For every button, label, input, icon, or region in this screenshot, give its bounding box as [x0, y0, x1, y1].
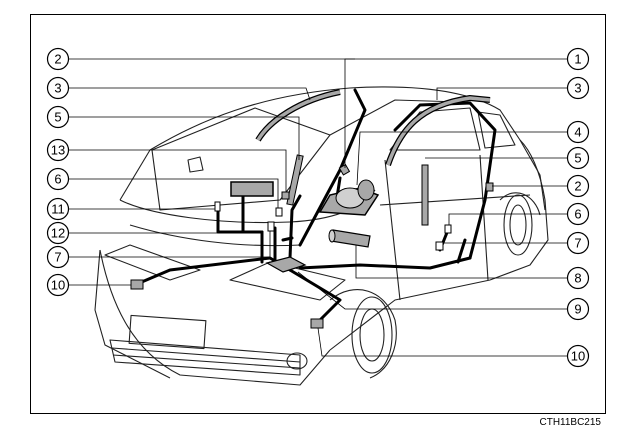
svg-text:4: 4 [574, 125, 581, 140]
connector-7-right [435, 241, 444, 251]
svg-text:3: 3 [574, 81, 581, 96]
callout-7-right: 7 [566, 231, 590, 255]
svg-text:12: 12 [51, 226, 65, 241]
callout-1: 1 [566, 47, 590, 71]
airbag-ecu [265, 256, 307, 273]
callout-10-right: 10 [566, 344, 590, 368]
callout-7-left: 7 [46, 245, 70, 269]
leader-lines [69, 58, 567, 357]
callout-10-left: 10 [46, 273, 70, 297]
knee-airbag-end [328, 229, 336, 243]
svg-text:9: 9 [574, 302, 581, 317]
callout-2-right: 2 [566, 174, 590, 198]
svg-text:11: 11 [51, 202, 65, 217]
svg-text:3: 3 [54, 81, 61, 96]
front-impact-sensor-left [130, 279, 144, 290]
callout-2-left: 2 [46, 47, 70, 71]
svg-text:6: 6 [574, 207, 581, 222]
callout-12: 12 [46, 221, 70, 245]
svg-text:7: 7 [574, 236, 581, 251]
svg-text:6: 6 [54, 172, 61, 187]
car-outline [94, 86, 549, 386]
sensor-13 [281, 191, 290, 200]
callout-4: 4 [566, 120, 590, 144]
svg-text:10: 10 [51, 278, 65, 293]
curtain-airbag-left-fill [256, 90, 341, 141]
connector-6-right [444, 224, 452, 234]
callout-3-left: 3 [46, 76, 70, 100]
callout-9: 9 [566, 297, 590, 321]
connector-7-left [267, 221, 275, 232]
svg-text:7: 7 [54, 250, 61, 265]
svg-text:2: 2 [54, 52, 61, 67]
front-impact-sensor-right [310, 318, 324, 329]
side-sensor-2-right [485, 182, 494, 192]
callout-3-right: 3 [566, 76, 590, 100]
svg-text:5: 5 [54, 110, 61, 125]
curtain-inflator [357, 179, 375, 201]
callout-11: 11 [46, 197, 70, 221]
svg-text:1: 1 [574, 52, 581, 67]
svg-text:5: 5 [574, 151, 581, 166]
callouts: 1 2 2 3 3 4 5 5 [46, 47, 590, 368]
side-sensor-1 [338, 163, 351, 176]
callout-6-left: 6 [46, 167, 70, 191]
callout-5-right: 5 [566, 146, 590, 170]
figure-code: CTH11BC215 [539, 417, 601, 428]
callout-6-right: 6 [566, 202, 590, 226]
callout-8: 8 [566, 266, 590, 290]
callout-5-left: 5 [46, 105, 70, 129]
side-airbag-right [421, 164, 429, 226]
svg-text:2: 2 [574, 179, 581, 194]
svg-text:8: 8 [574, 271, 581, 286]
connector-11 [214, 201, 221, 212]
front-passenger-airbag [230, 181, 274, 197]
svg-text:13: 13 [51, 143, 65, 158]
side-airbag-left [286, 154, 304, 206]
connector-6-left [275, 207, 283, 217]
callout-13: 13 [46, 138, 70, 162]
svg-text:10: 10 [571, 349, 585, 364]
curtain-airbag-right-fill [386, 96, 491, 166]
